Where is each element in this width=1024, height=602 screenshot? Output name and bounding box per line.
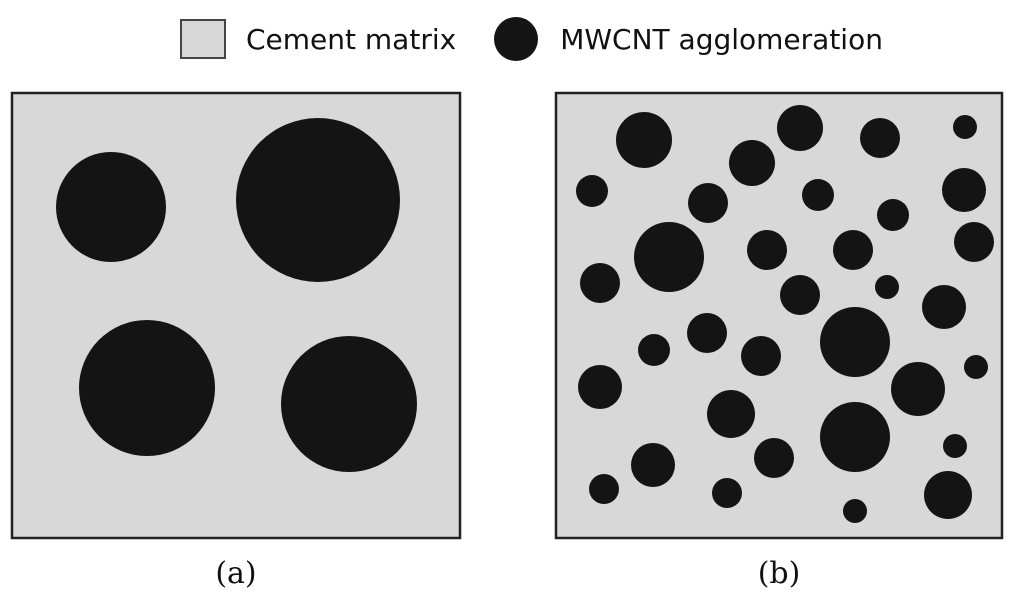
panel-b-agglomeration-5 [729,140,775,186]
panel-b-agglomeration-17 [875,275,899,299]
panel-b [554,91,1004,540]
panel-b-agglomeration-29 [943,434,967,458]
panel-a-agglomeration-4 [281,336,417,472]
panel-b-agglomeration-34 [843,499,867,523]
panel-b-agglomeration-11 [634,222,704,292]
panel-b-agglomeration-7 [688,183,728,223]
panel-a-cement-matrix [10,91,462,540]
panel-b-agglomeration-25 [891,362,945,416]
panel-b-agglomeration-15 [580,263,620,303]
panel-b-agglomeration-18 [922,285,966,329]
panel-b-agglomeration-23 [964,355,988,379]
panel-a-caption: (a) [215,556,257,591]
panel-b-agglomeration-12 [747,230,787,270]
panel-b-agglomeration-19 [687,313,727,353]
cement-matrix-swatch-icon [180,19,226,59]
panel-b-agglomeration-27 [820,402,890,472]
panel-b-agglomeration-26 [707,390,755,438]
legend: Cement matrix MWCNT agglomeration [180,14,921,64]
panel-a-agglomeration-1 [56,152,166,262]
panel-b-agglomeration-10 [877,199,909,231]
panel-b-agglomeration-6 [576,175,608,207]
panel-b-agglomeration-4 [953,115,977,139]
panel-a [10,91,462,540]
panel-a-agglomeration-3 [79,320,215,456]
panel-b-agglomeration-22 [741,336,781,376]
panel-b-agglomeration-33 [924,471,972,519]
panel-b-agglomeration-14 [954,222,994,262]
panel-b-agglomeration-20 [820,307,890,377]
panel-b-agglomeration-16 [780,275,820,315]
panel-b-agglomeration-21 [638,334,670,366]
legend-label-mwcnt-agglomeration: MWCNT agglomeration [560,22,883,56]
panel-b-agglomeration-32 [712,478,742,508]
panel-b-agglomeration-31 [589,474,619,504]
panel-b-agglomeration-8 [802,179,834,211]
panel-b-agglomeration-9 [942,168,986,212]
panel-b-agglomeration-3 [860,118,900,158]
panel-b-agglomeration-30 [631,443,675,487]
panel-a-agglomeration-2 [236,118,400,282]
panel-b-agglomeration-28 [754,438,794,478]
legend-item-mwcnt-agglomeration: MWCNT agglomeration [494,17,883,61]
panel-b-agglomeration-13 [833,230,873,270]
legend-label-cement-matrix: Cement matrix [246,22,457,56]
mwcnt-agglomeration-swatch-icon [494,17,539,61]
panel-b-caption: (b) [757,556,801,591]
legend-item-cement-matrix: Cement matrix [180,19,456,59]
panel-b-agglomeration-1 [616,112,672,168]
panel-b-agglomeration-2 [777,105,823,151]
panel-b-agglomeration-24 [578,365,622,409]
